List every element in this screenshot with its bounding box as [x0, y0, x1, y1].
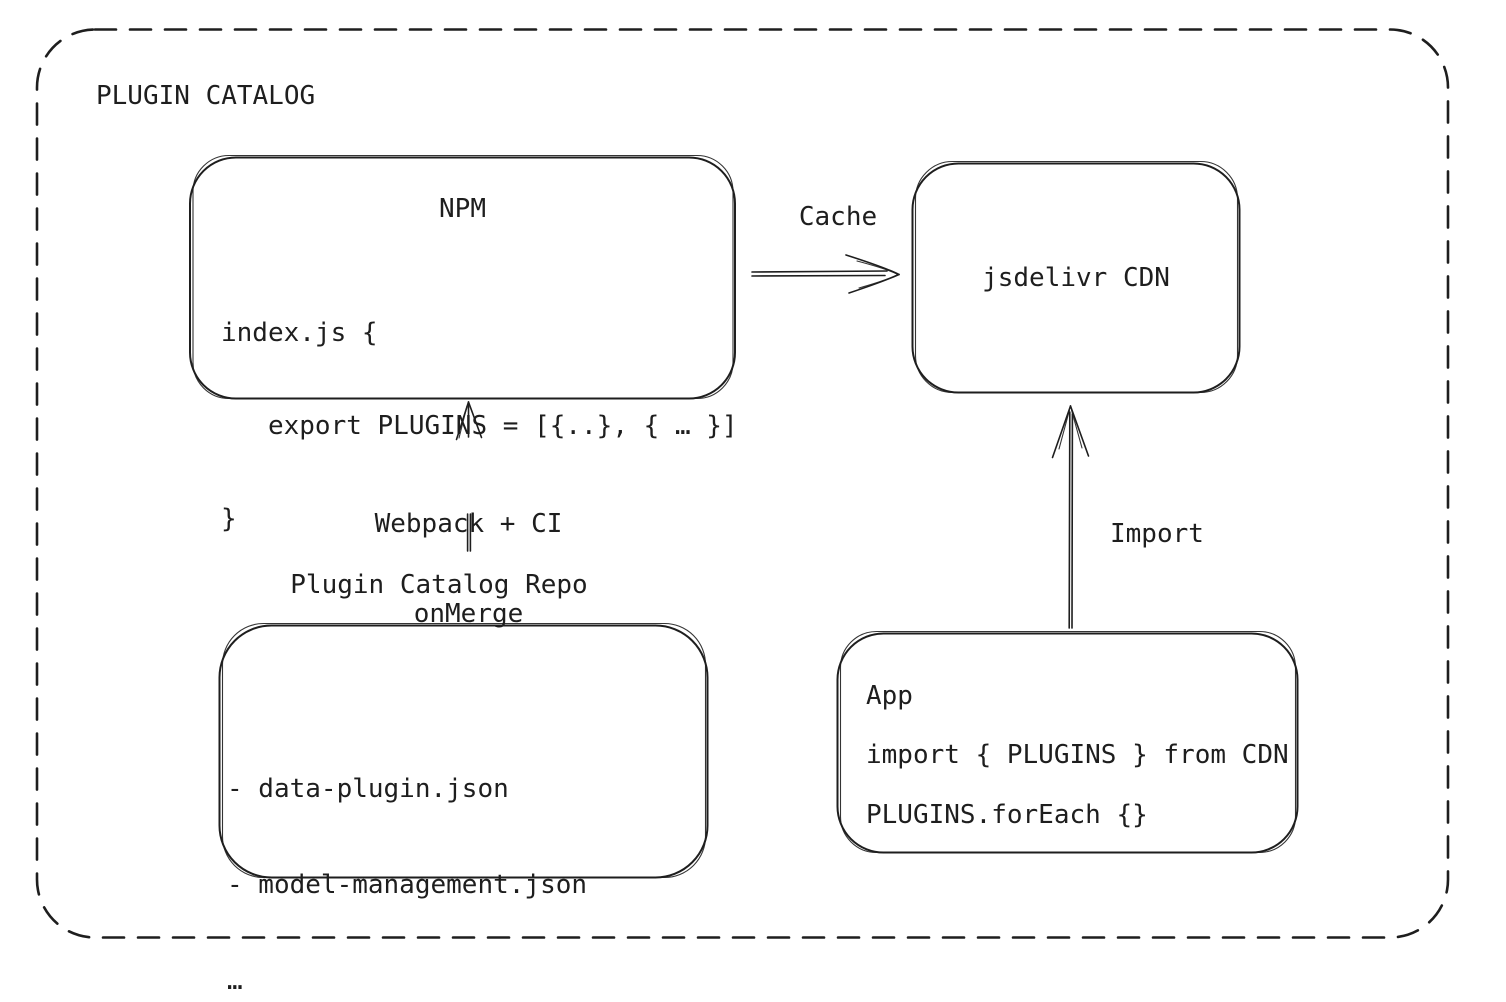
build-arrow: [455, 401, 483, 552]
cache-edge-label: Cache: [798, 202, 878, 232]
npm-node-title: NPM: [439, 194, 486, 224]
diagram-title: PLUGIN CATALOG: [96, 81, 316, 111]
import-arrow: [1051, 405, 1090, 629]
repo-file-item-3: …: [227, 966, 243, 996]
app-node-title: App: [866, 681, 913, 711]
npm-code-line-1: index.js {: [221, 318, 378, 348]
cache-arrow: [751, 254, 900, 294]
build-edge-label: Webpack + CI onMerge: [330, 449, 607, 689]
import-edge-label: Import: [1110, 519, 1204, 549]
app-code-line-1: import { PLUGINS } from CDN: [866, 740, 1289, 770]
repo-file-list: - data-plugin.json - model-management.js…: [227, 709, 587, 1002]
plugin-catalog-boundary: [35, 28, 1450, 939]
app-box-shape: [836, 630, 1299, 854]
repo-box-shape: [218, 622, 709, 879]
repo-file-item-1: - data-plugin.json: [227, 774, 509, 804]
cdn-node-label: jsdelivr CDN: [982, 263, 1170, 293]
npm-code-block: index.js { export PLUGINS = [{..}, { … }…: [221, 256, 738, 597]
repo-file-item-2: - model-management.json: [227, 870, 588, 900]
build-edge-label-line-2: onMerge: [413, 599, 524, 629]
npm-code-line-3: }: [221, 504, 237, 534]
repo-node-label: Plugin Catalog Repo: [290, 570, 588, 600]
cdn-box-shape: [911, 160, 1241, 394]
npm-code-line-2: export PLUGINS = [{..}, { … }]: [221, 411, 738, 441]
build-edge-label-line-1: Webpack + CI: [374, 509, 563, 539]
npm-box-shape: [189, 154, 736, 400]
app-code-line-2: PLUGINS.forEach {}: [866, 800, 1148, 830]
